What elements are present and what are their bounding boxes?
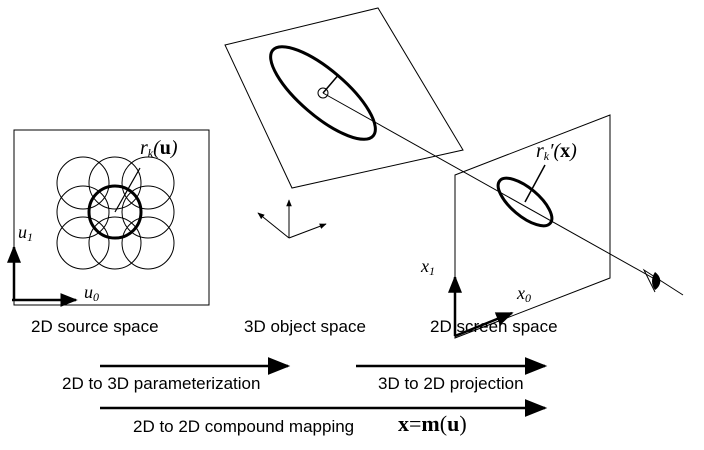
rk-u-label: rk(u) [140,137,178,160]
rkp-r: r [536,140,544,162]
object-ellipse-group [269,45,377,141]
x1-sub: 1 [429,264,435,278]
screen-ellipse-group [496,176,554,228]
rk-u-arg: u [159,137,171,159]
source-kernel-radius [114,167,141,213]
x1-base: x [421,256,429,276]
u1-label: u1 [18,222,33,245]
eq-fn: m [421,411,440,436]
rk-prime-x-label: rk′(x) [536,140,577,163]
rk-u-r: r [140,137,148,159]
eye-icon [642,268,684,296]
compound-equation: x=m(u) [398,411,467,436]
screen-space-label: 2D screen space [430,317,558,336]
u1-sub: 1 [27,230,33,244]
object-axes [257,199,327,239]
rkp-sub: k [543,149,550,163]
x0-base: x [517,283,525,303]
object-center-marker [317,87,329,99]
source-circle-grid [56,156,175,270]
object-plane [224,7,464,189]
rkp-arg: x [560,140,571,162]
x0-label: x0 [517,283,531,306]
source-space-label: 2D source space [31,317,159,336]
u0-base: u [84,282,93,302]
eq-lhs: x [398,411,409,436]
x0-sub: 0 [525,291,531,305]
u0-label: u0 [84,282,99,305]
screen-kernel-radius [524,164,546,203]
object-space-label: 3D object space [244,317,366,336]
x1-label: x1 [421,256,435,279]
source-kernel-circle [87,184,143,240]
screen-axis-x0 [454,311,514,338]
screen-plane [454,114,611,339]
u0-sub: 0 [93,290,99,304]
param-label: 2D to 3D parameterization [62,374,261,393]
compound-label: 2D to 2D compound mapping [133,417,354,437]
rk-u-sub: k [147,146,154,160]
eq-equals: = [409,411,422,436]
eq-arg: u [447,411,460,436]
proj-label: 3D to 2D projection [378,374,524,393]
source-space-frame [13,129,210,306]
u1-base: u [18,222,27,242]
projection-ray [322,92,661,283]
compound-text: 2D to 2D compound mapping [133,417,355,436]
